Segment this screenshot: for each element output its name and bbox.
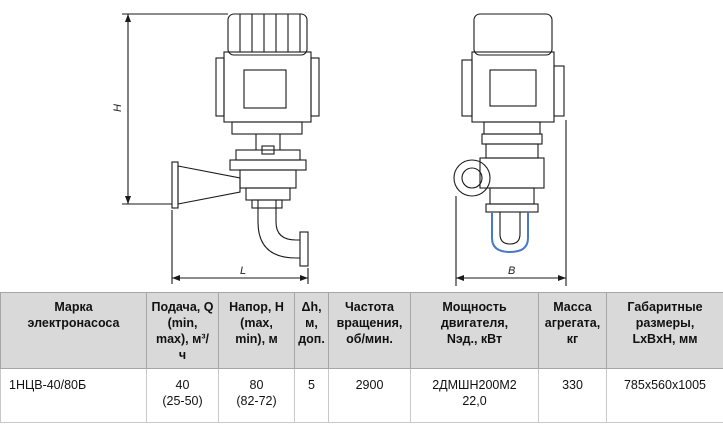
table-cell: 80 (82-72) <box>218 368 295 423</box>
header-power: Мощность двигателя, Nэд., кВт <box>410 292 539 369</box>
header-line: Δh, <box>301 300 322 314</box>
front-view <box>122 13 320 284</box>
header-line: агрегата, <box>544 316 601 330</box>
header-dimensions: Габаритные размеры, LxBxH, мм <box>606 292 723 369</box>
table-cell: 40 (25-50) <box>146 368 219 423</box>
header-mass: Масса агрегата, кг <box>538 292 607 369</box>
header-line: электронасоса <box>27 316 120 330</box>
table-cell: 2ДМШН200М2 22,0 <box>410 368 539 423</box>
header-line: Габаритные <box>627 300 703 314</box>
cell-line: 1НЦВ-40/80Б <box>9 378 87 392</box>
header-line: (min, <box>167 316 198 330</box>
cell-line: (25-50) <box>162 394 203 408</box>
header-line: max), м³/ <box>155 332 209 346</box>
header-line: min), м <box>235 332 278 346</box>
header-line: ч <box>178 348 187 362</box>
header-line: Напор, Н <box>229 300 284 314</box>
table-cell: 2900 <box>328 368 411 423</box>
header-line: об/мин. <box>346 332 393 346</box>
table-cell: 785x560x1005 <box>606 368 723 423</box>
table-cell: 5 <box>294 368 329 423</box>
pump-drawings: H L B <box>112 13 567 286</box>
table-body: 1НЦВ-40/80Б 40 (25-50) 80 (82-72) 5 2900 2ДМШН2… <box>0 368 723 423</box>
header-npsh: Δh, м, доп. <box>294 292 329 369</box>
cell-line: 80 <box>249 378 264 392</box>
table-cell: 1НЦВ-40/80Б <box>0 368 147 423</box>
highlight-elbow <box>491 212 529 254</box>
header-line: Масса <box>553 300 592 314</box>
cell-line: (82-72) <box>236 394 277 408</box>
header-line: доп. <box>298 332 325 346</box>
header-flow: Подача, Q (min, max), м³/ч <box>146 292 219 369</box>
cell-line: 22,0 <box>462 394 487 408</box>
dimension-label-l: L <box>240 265 246 277</box>
header-line: Мощность <box>442 300 507 314</box>
header-line: кг <box>566 332 579 346</box>
header-line: вращения, <box>336 316 403 330</box>
header-line: (max, <box>240 316 273 330</box>
header-line: размеры, <box>635 316 695 330</box>
header-speed: Частота вращения, об/мин. <box>328 292 411 369</box>
table-header-row: Марка электронасоса Подача, Q (min, max), м³… <box>0 292 723 369</box>
header-line: LxBxH, мм <box>632 332 698 346</box>
cell-line: 5 <box>308 378 315 392</box>
header-line: Nэд., кВт <box>446 332 503 346</box>
header-head: Напор, Н (max, min), м <box>218 292 295 369</box>
cell-line: 2900 <box>355 378 384 392</box>
header-line: Марка <box>54 300 93 314</box>
header-model: Марка электронасоса <box>0 292 147 369</box>
header-line: Подача, Q <box>151 300 214 314</box>
header-line: м, <box>305 316 318 330</box>
header-line: двигателя, <box>440 316 509 330</box>
dimension-label-b: B <box>508 265 515 277</box>
dimension-label-h: H <box>112 104 124 112</box>
header-line: Частота <box>344 300 395 314</box>
cell-line: 40 <box>175 378 190 392</box>
table-row: 1НЦВ-40/80Б 40 (25-50) 80 (82-72) 5 2900 2ДМШН2… <box>0 368 723 423</box>
table-cell: 330 <box>538 368 607 423</box>
spec-table: Марка электронасоса Подача, Q (min, max), м³… <box>0 292 723 423</box>
cell-line: 785x560x1005 <box>623 378 707 392</box>
side-view <box>453 13 567 286</box>
pump-drawings-svg: H L B <box>112 13 567 286</box>
cell-line: 2ДМШН200М2 <box>432 378 517 392</box>
cell-line: 330 <box>562 378 583 392</box>
